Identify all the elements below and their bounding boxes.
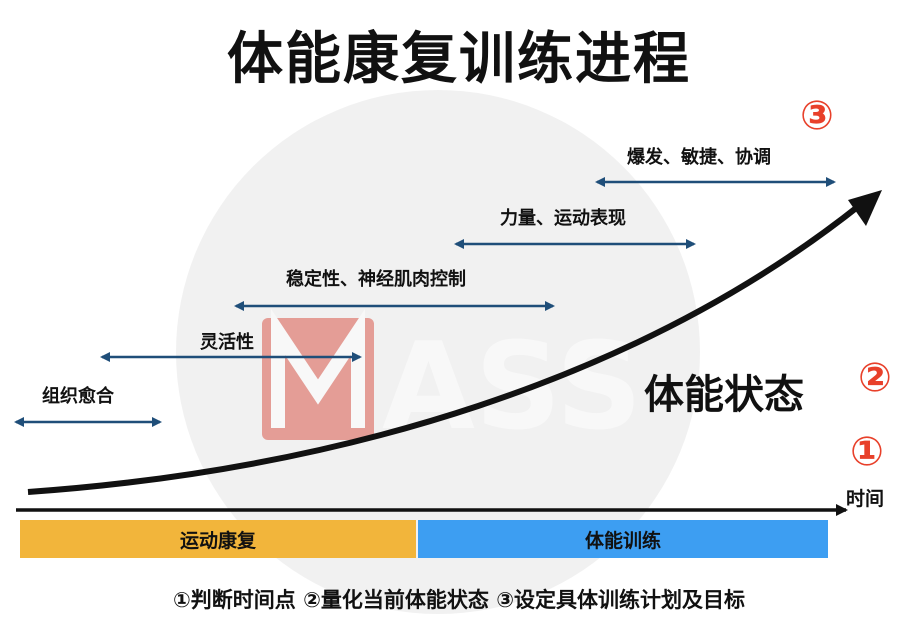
bottom-note: ①判断时间点 ②量化当前体能状态 ③设定具体训练计划及目标 <box>173 588 745 612</box>
marker-two: ② <box>858 355 892 401</box>
fitness-curve <box>27 202 862 495</box>
page-title: 体能康复训练进程 <box>227 27 691 92</box>
phase-bar-rehab: 运动康复 <box>20 520 416 558</box>
mass-logo-text: ASS <box>382 318 642 457</box>
stage-label-strength: 力量、运动表现 <box>500 208 626 229</box>
stage-label-stability: 稳定性、神经肌肉控制 <box>286 269 466 290</box>
marker-three: ③ <box>800 93 834 139</box>
stage-label-mobility: 灵活性 <box>200 332 254 353</box>
phase-label-rehab: 运动康复 <box>179 529 256 552</box>
curve-label: 体能状态 <box>644 372 804 418</box>
stage-label-tissue-healing: 组织愈合 <box>42 386 114 407</box>
fitness-curve-arrowhead <box>848 190 882 226</box>
marker-one: ① <box>850 429 884 475</box>
phase-bar-training: 体能训练 <box>418 520 828 558</box>
time-axis-label: 时间 <box>846 488 885 510</box>
stage-label-power: 爆发、敏捷、协调 <box>627 147 771 168</box>
phase-label-training: 体能训练 <box>584 529 661 552</box>
